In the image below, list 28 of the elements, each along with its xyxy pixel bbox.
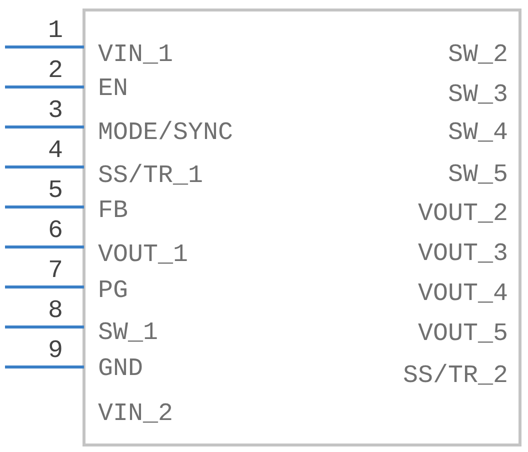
pin-name: GND <box>98 355 144 383</box>
pin-number: 2 <box>48 57 64 85</box>
pin-number: 5 <box>48 177 64 205</box>
pin-name: SS/TR_1 <box>98 162 204 190</box>
pin-name: VOUT_4 <box>418 280 508 308</box>
pin-name: FB <box>98 197 128 225</box>
pin-name: SW_2 <box>448 41 508 69</box>
pin-name: MODE/SYNC <box>98 119 234 147</box>
pin-name: VOUT_1 <box>98 241 188 269</box>
pin-name: EN <box>98 75 128 103</box>
pin-name: SW_5 <box>448 161 508 189</box>
pin-number: 7 <box>48 257 64 285</box>
pin-name: SW_3 <box>448 81 508 109</box>
pin-name: VOUT_5 <box>418 320 508 348</box>
pin-number: 8 <box>48 297 64 325</box>
pin-name: SW_4 <box>448 119 508 147</box>
pin-name: SW_1 <box>98 319 158 347</box>
pin-number: 1 <box>48 17 64 45</box>
pin-name: VOUT_2 <box>418 200 508 228</box>
pin-name: VIN_1 <box>98 41 174 69</box>
pin-number: 3 <box>48 97 64 125</box>
pin-number: 6 <box>48 217 64 245</box>
pin-name: VIN_2 <box>98 400 174 428</box>
pin-name: VOUT_3 <box>418 240 508 268</box>
pin-name: PG <box>98 277 128 305</box>
pin-number: 9 <box>48 337 64 365</box>
pin-name: SS/TR_2 <box>402 362 508 390</box>
pin-number: 4 <box>48 137 64 165</box>
